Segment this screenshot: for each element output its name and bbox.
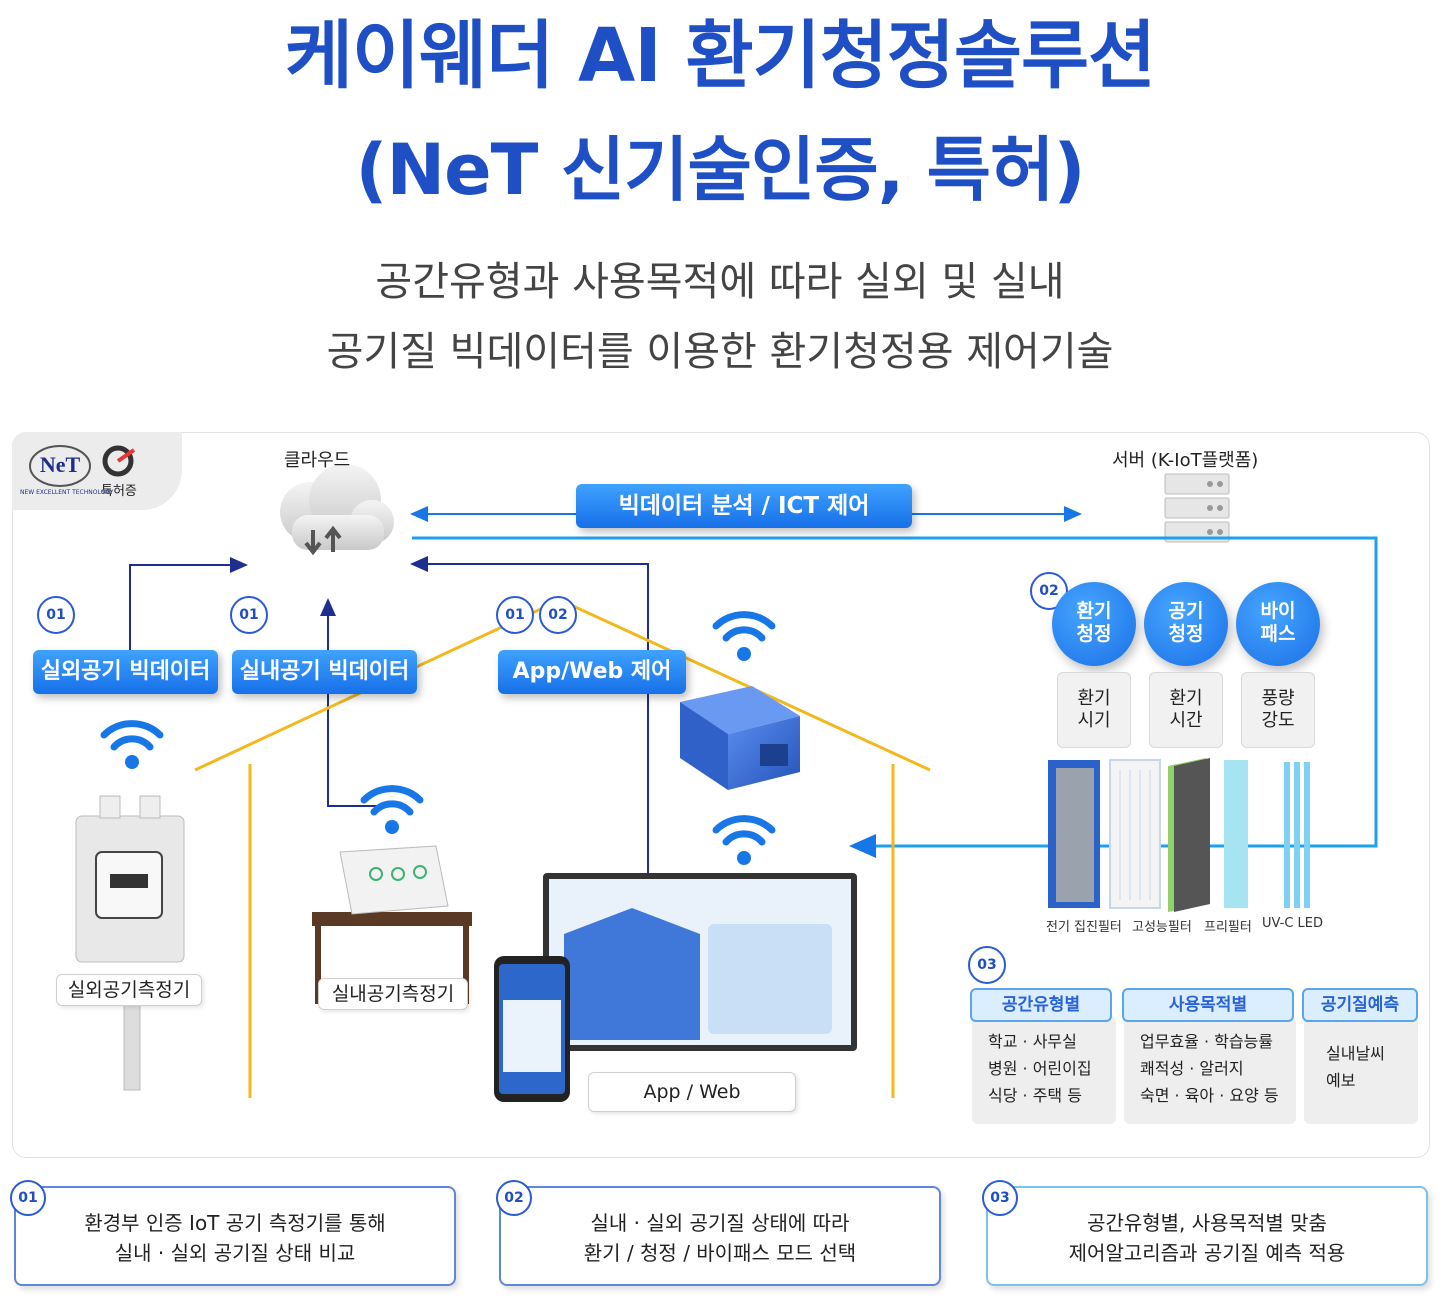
filter-high-performance-icon (1109, 759, 1161, 909)
step-number: 01 (37, 596, 75, 634)
filter-prefilter-icon (1168, 758, 1210, 912)
step-number: 03 (982, 1180, 1018, 1216)
filter-label: UV-C LED (1262, 916, 1324, 931)
filter-label: 전기 집진필터 (1046, 920, 1122, 935)
outdoor-bigdata-badge: 실외공기 빅데이터 (33, 650, 218, 694)
cloud-icon (280, 464, 394, 556)
mode-bypass: 바이 패스 (1236, 582, 1320, 666)
category-space-title: 공간유형별 (970, 988, 1112, 1022)
step-number: 01 (496, 596, 534, 634)
wifi-icon (712, 815, 776, 846)
net-caption: NEW EXCELLENT TECHNOLOGY (20, 489, 114, 496)
wifi-icon (100, 720, 164, 751)
indoor-bigdata-badge: 실내공기 빅데이터 (232, 650, 417, 694)
main-title: 케이웨더 AI 환기청정솔루션 (284, 13, 1156, 99)
filter-label: 프리필터 (1204, 920, 1252, 935)
step-number: 02 (539, 596, 577, 634)
uvc-led-icon (1284, 762, 1310, 908)
step-number: 03 (968, 946, 1006, 984)
center-banner: 빅데이터 분석 / ICT 제어 (576, 484, 912, 528)
outdoor-sensor-icon (75, 795, 185, 1091)
category-forecast-list: 실내날씨 예보 (1304, 1016, 1418, 1124)
wifi-icon (360, 785, 424, 816)
server-icon (1164, 473, 1230, 543)
step-number: 01 (10, 1180, 46, 1216)
app-web-control-badge: App/Web 제어 (498, 650, 686, 694)
subtitle-line-2: 공기질 빅데이터를 이용한 환기청정용 제어기술 (326, 329, 1114, 375)
category-space-list: 학교 · 사무실 병원 · 어린이집 식당 · 주택 등 (972, 1016, 1116, 1124)
filter-electrostatic-icon (1048, 760, 1100, 908)
outdoor-sensor-label: 실외공기측정기 (56, 974, 202, 1006)
category-purpose-title: 사용목적별 (1122, 988, 1294, 1022)
patent-icon (102, 445, 136, 477)
subtitle-line-1: 공간유형과 사용목적에 따라 실외 및 실내 (375, 259, 1065, 305)
step-number: 01 (230, 596, 268, 634)
cloud-label: 클라우드 (284, 450, 351, 471)
step-number: 02 (496, 1180, 532, 1216)
app-web-label: App / Web (588, 1072, 796, 1112)
wifi-icon (712, 611, 776, 642)
main-title-sub: (NeT 신기술인증, 특허) (355, 129, 1086, 211)
patent-label: 특허증 (101, 484, 137, 499)
mode-ventilation-clean: 환기 청정 (1052, 582, 1136, 666)
monitor-icon (543, 873, 857, 1051)
category-purpose-list: 업무효율 · 학습능률 쾌적성 · 알러지 숙면 · 육아 · 요양 등 (1124, 1016, 1296, 1124)
mode-air-clean: 공기 청정 (1144, 582, 1228, 666)
logo-tab (12, 432, 182, 510)
filter-pre-icon (1224, 760, 1248, 908)
net-logo-icon: NeT (29, 445, 91, 487)
svg-text:NeT: NeT (40, 452, 81, 477)
step-number: 02 (1030, 572, 1068, 610)
server-label: 서버 (K-IoT플랫폼) (1112, 450, 1259, 471)
indoor-sensor-label: 실내공기측정기 (318, 978, 468, 1010)
ventilation-unit-icon (680, 686, 800, 790)
phone-icon (494, 956, 570, 1102)
filter-label: 고성능필터 (1132, 920, 1192, 935)
category-forecast-title: 공기질예측 (1302, 988, 1418, 1022)
